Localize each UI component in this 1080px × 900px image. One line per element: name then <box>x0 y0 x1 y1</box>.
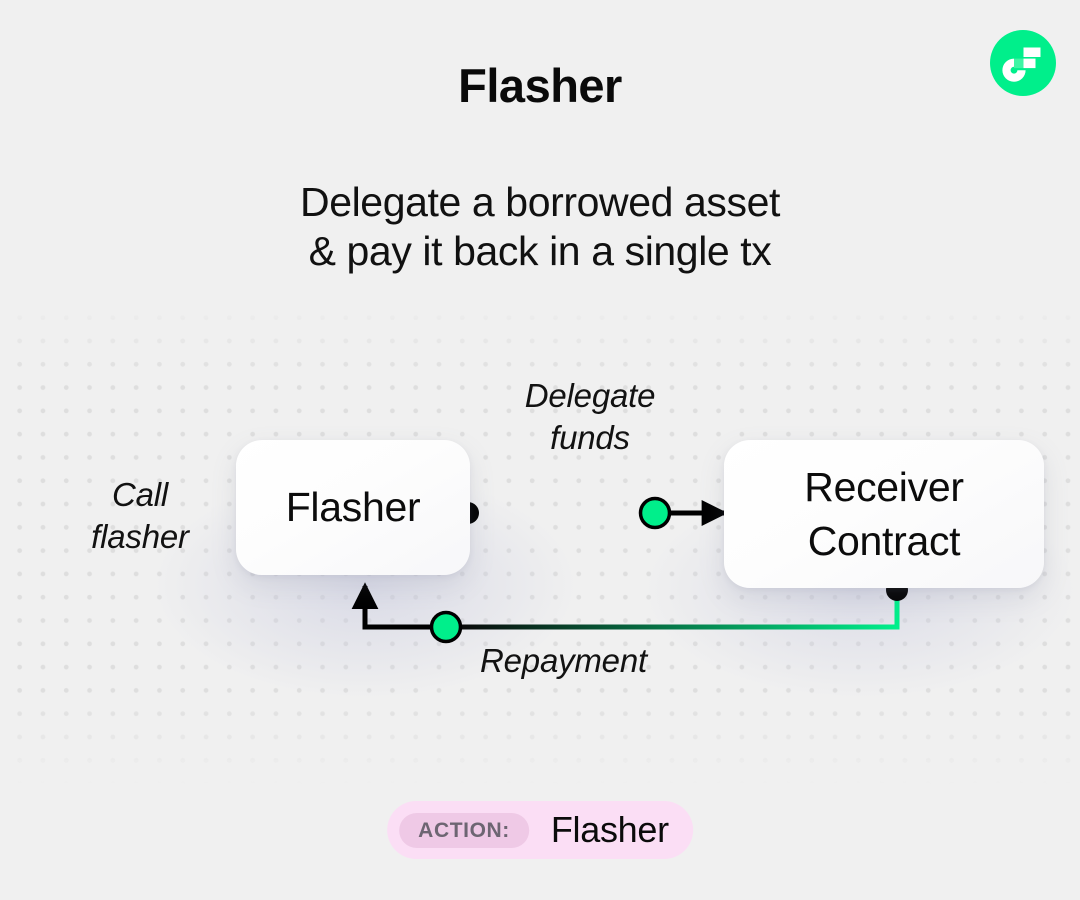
node-receiver-label-line-2: Contract <box>807 518 961 564</box>
subtitle-line-2: & pay it back in a single tx <box>308 228 772 274</box>
action-badge-value: Flasher <box>550 809 669 850</box>
flow-logo-icon <box>990 30 1056 96</box>
edge-label-call-line-2: flasher <box>91 518 189 555</box>
node-flasher[interactable]: Flasher <box>236 440 470 575</box>
edge-label-call-flasher: Call flasher <box>45 474 235 558</box>
accent-dot-repayment <box>429 610 463 644</box>
action-badge: ACTION: Flasher <box>387 801 693 859</box>
edge-delegate-funds <box>457 496 728 530</box>
edge-label-delegate-line-2: funds <box>550 419 630 456</box>
page-title: Flasher <box>458 59 622 112</box>
node-flasher-label: Flasher <box>285 484 421 530</box>
edge-label-delegate-funds: Delegate funds <box>470 375 710 459</box>
node-receiver-label-line-1: Receiver <box>804 464 964 510</box>
page-subtitle: Delegate a borrowed asset & pay it back … <box>0 178 1080 276</box>
edge-label-repayment: Repayment <box>480 642 647 679</box>
node-receiver-label: Receiver Contract <box>804 460 964 568</box>
edge-label-delegate-line-1: Delegate <box>524 377 656 414</box>
accent-dot-delegate <box>638 496 672 530</box>
node-receiver-contract[interactable]: Receiver Contract <box>724 440 1044 588</box>
edge-label-call-line-1: Call <box>111 476 169 513</box>
subtitle-line-1: Delegate a borrowed asset <box>299 179 781 225</box>
edge-repayment <box>351 579 908 644</box>
action-badge-tag: ACTION: <box>399 812 529 848</box>
